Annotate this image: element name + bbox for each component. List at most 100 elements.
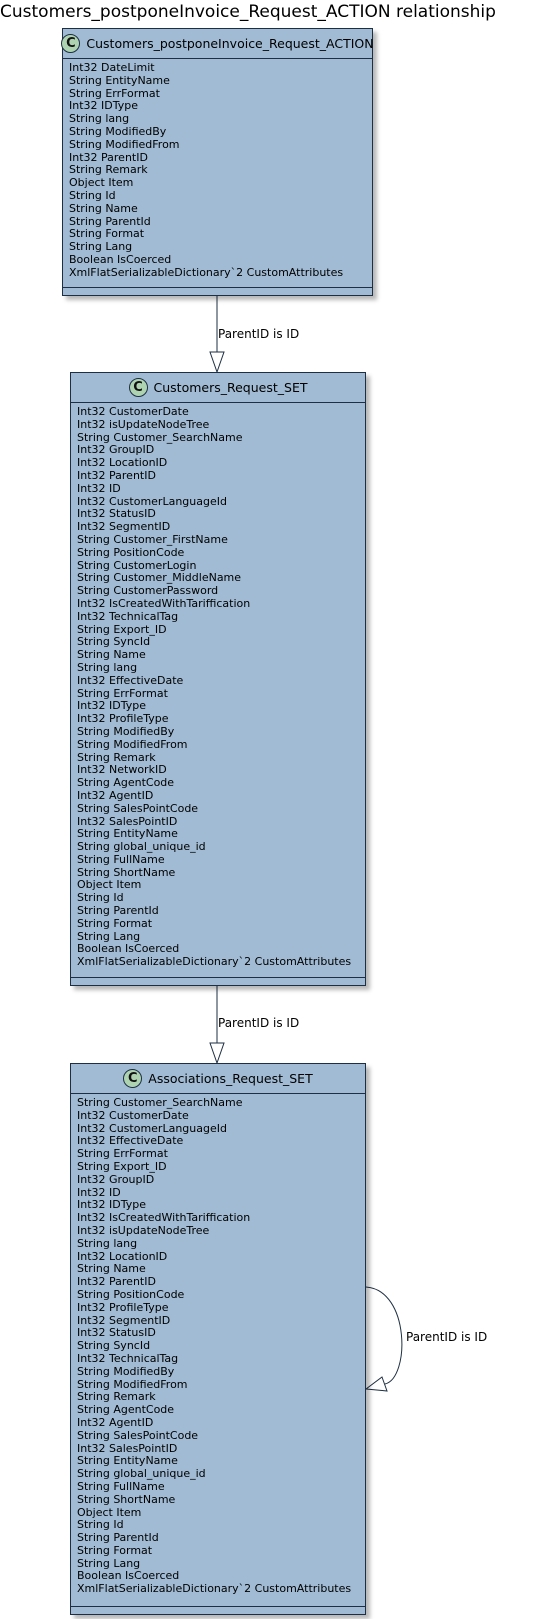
class-attribute: String PositionCode — [77, 545, 185, 559]
class-attribute: String EntityName — [77, 1454, 178, 1468]
class-attribute: String Customer_SearchName — [77, 1096, 243, 1109]
class-attribute: Int32 IsCreatedWithTariffication — [77, 1211, 251, 1225]
class-attribute: String EntityName — [77, 827, 178, 841]
class-attribute: Int32 IDType — [77, 699, 147, 713]
class-attribute: Int32 LocationID — [77, 456, 168, 470]
class-attribute: Int32 TechnicalTag — [77, 1351, 179, 1365]
class-attribute: Int32 SalesPointID — [77, 1441, 178, 1455]
class-attribute: String ShortName — [77, 865, 176, 879]
class-attribute: String Lang — [77, 929, 141, 943]
class-attribute: String ErrFormat — [77, 1147, 168, 1161]
class-attribute: String SyncId — [77, 635, 151, 649]
class-box[interactable]: C Customers_postponeInvoice_Request_ACTI… — [61, 28, 374, 296]
class-attribute: Int32 EffectiveDate — [77, 673, 184, 687]
relation-2-arrow — [209, 986, 225, 1065]
class-attribute: String FullName — [77, 1479, 165, 1493]
class-attribute: String ModifiedBy — [69, 124, 167, 138]
class-attribute: Int32 ParentID — [69, 150, 148, 164]
class-attribute: Int32 SegmentID — [77, 1313, 171, 1327]
class-attribute: Int32 TechnicalTag — [77, 609, 179, 623]
class-attribute: Int32 ParentID — [77, 1275, 156, 1289]
class-attribute: String Remark — [77, 750, 156, 764]
class-attribute: Int32 NetworkID — [77, 763, 167, 777]
class-attribute: String Lang — [77, 1556, 141, 1570]
relation-1-label: ParentID is ID — [218, 327, 300, 341]
class-attribute: String Customer_FirstName — [77, 532, 228, 546]
class-attribute: String ModifiedFrom — [77, 737, 188, 751]
method-section-divider — [63, 287, 372, 288]
class-attribute: Int32 AgentID — [77, 1415, 154, 1429]
class-attribute: String lang — [77, 1236, 138, 1250]
class-attribute: Int32 isUpdateNodeTree — [77, 417, 210, 431]
class-attribute: String global_unique_id — [77, 1467, 206, 1481]
class-attribute: String SalesPointCode — [77, 801, 199, 815]
class-attribute: String Format — [69, 227, 145, 241]
class-attribute: Int32 ProfileType — [77, 1300, 169, 1314]
class-attribute: String Export_ID — [77, 1159, 167, 1173]
class-attribute: String Name — [69, 201, 138, 215]
class-attribute: String CustomerPassword — [77, 584, 219, 598]
class-attribute: Int32 GroupID — [77, 443, 155, 457]
class-attribute: Int32 isUpdateNodeTree — [77, 1223, 210, 1237]
class-attribute: Int32 StatusID — [77, 507, 156, 521]
class-attribute: String EntityName — [69, 73, 170, 87]
class-attribute: Int32 ID — [77, 1185, 121, 1199]
class-attribute: String ParentId — [77, 1531, 159, 1545]
class-attribute: String Id — [77, 891, 124, 905]
class-attribute: XmlFlatSerializableDictionary`2 CustomAt… — [69, 265, 344, 279]
class-attribute: String ModifiedFrom — [69, 137, 180, 151]
class-attribute: Int32 AgentID — [77, 788, 154, 802]
class-attribute: String AgentCode — [77, 1403, 175, 1417]
class-attribute: String Remark — [69, 163, 148, 177]
class-attribute: Int32 CustomerLanguageId — [77, 494, 227, 508]
class-attribute: Int32 CustomerLanguageId — [77, 1121, 227, 1135]
class-attribute: String global_unique_id — [77, 840, 206, 854]
class-attribute: Int32 StatusID — [77, 1326, 156, 1340]
class-attribute: Int32 SalesPointID — [77, 814, 178, 828]
class-attribute: String ParentId — [77, 904, 159, 918]
method-section-divider — [71, 977, 365, 978]
class-attribute: Int32 ProfileType — [77, 712, 169, 726]
class-attribute: String Name — [77, 648, 146, 662]
class-attribute: String Id — [69, 188, 116, 202]
class-attribute: String ShortName — [77, 1492, 176, 1506]
class-box[interactable]: C Associations_Request_SET String Custom… — [70, 1063, 366, 1615]
class-name: Customers_postponeInvoice_Request_ACTION — [86, 36, 374, 51]
class-header: C Associations_Request_SET — [71, 1064, 365, 1094]
class-attribute: String ModifiedFrom — [77, 1377, 188, 1391]
class-attribute: String Customer_SearchName — [77, 430, 243, 444]
class-attribute: String Format — [77, 1543, 153, 1557]
relation-2-label: ParentID is ID — [218, 1016, 300, 1030]
class-attribute: Boolean IsCoerced — [77, 942, 180, 956]
diagram-title: Customers_postponeInvoice_Request_ACTION… — [0, 2, 496, 22]
class-attribute: Object Item — [77, 878, 142, 892]
class-attribute: String PositionCode — [77, 1287, 185, 1301]
class-attribute: String Customer_MiddleName — [77, 571, 242, 585]
class-attribute: Int32 LocationID — [77, 1249, 168, 1263]
method-section-divider — [71, 1606, 365, 1607]
relation-3-self-arrow — [364, 1286, 403, 1392]
class-attribute: String Remark — [77, 1390, 156, 1404]
class-attribute: String CustomerLogin — [77, 558, 197, 572]
class-attribute: String ParentId — [69, 214, 151, 228]
class-attribute: Int32 IDType — [69, 99, 139, 113]
class-attribute: Int32 IsCreatedWithTariffication — [77, 596, 251, 610]
class-attribute: String ModifiedBy — [77, 1364, 175, 1378]
class-attribute: String SyncId — [77, 1339, 151, 1353]
class-attribute: String ErrFormat — [69, 86, 160, 100]
class-attribute: String Id — [77, 1518, 124, 1532]
class-attribute: String lang — [77, 660, 138, 674]
class-attribute: Int32 ParentID — [77, 468, 156, 482]
class-attribute: XmlFlatSerializableDictionary`2 CustomAt… — [77, 955, 352, 969]
class-attribute: Int32 SegmentID — [77, 520, 171, 534]
class-attribute: String Name — [77, 1262, 146, 1276]
class-box[interactable]: C Customers_Request_SET Int32 CustomerDa… — [70, 372, 366, 986]
class-name: Customers_Request_SET — [153, 380, 308, 395]
class-name: Associations_Request_SET — [148, 1071, 313, 1086]
class-attribute: Int32 CustomerDate — [77, 405, 189, 418]
class-attribute: Int32 CustomerDate — [77, 1108, 189, 1122]
class-header: C Customers_postponeInvoice_Request_ACTI… — [61, 29, 374, 59]
class-attribute: Boolean IsCoerced — [69, 252, 172, 266]
